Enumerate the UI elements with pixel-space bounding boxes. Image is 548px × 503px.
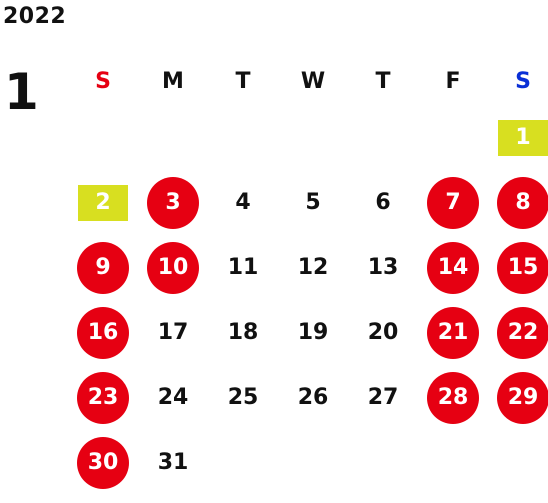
day-cell[interactable]: 10	[138, 235, 208, 300]
month-label: 1	[4, 63, 39, 121]
day-cell	[418, 105, 488, 170]
year-label: 2022	[3, 4, 67, 29]
calendar-week-row: 23 24 25 26 27 28 29	[68, 365, 548, 430]
day-cell[interactable]: 5	[278, 170, 348, 235]
holiday-date[interactable]: 21	[427, 306, 479, 359]
date-number[interactable]: 11	[227, 255, 259, 280]
day-cell	[418, 430, 488, 495]
date-number[interactable]: 19	[297, 320, 329, 345]
weekday-tuesday: T	[235, 68, 251, 94]
weekday-thursday: T	[375, 68, 391, 94]
day-cell[interactable]: 21	[418, 300, 488, 365]
day-cell	[68, 105, 138, 170]
day-cell[interactable]: 8	[488, 170, 548, 235]
date-number[interactable]: 31	[157, 450, 189, 475]
day-cell[interactable]: 19	[278, 300, 348, 365]
date-number[interactable]: 18	[227, 320, 259, 345]
day-cell[interactable]: 30	[68, 430, 138, 495]
day-cell[interactable]: 23	[68, 365, 138, 430]
holiday-date[interactable]: 29	[497, 371, 548, 424]
weekday-saturday: S	[515, 68, 531, 94]
holiday-date[interactable]: 23	[77, 371, 129, 424]
day-cell[interactable]: 20	[348, 300, 418, 365]
day-cell[interactable]: 3	[138, 170, 208, 235]
holiday-date[interactable]: 7	[427, 176, 479, 229]
holiday-date[interactable]: 22	[497, 306, 548, 359]
day-cell	[208, 430, 278, 495]
day-cell[interactable]: 29	[488, 365, 548, 430]
weekday-monday: M	[162, 68, 184, 94]
date-number[interactable]: 24	[157, 385, 189, 410]
date-number[interactable]: 12	[297, 255, 329, 280]
day-cell[interactable]: 4	[208, 170, 278, 235]
holiday-date[interactable]: 14	[427, 241, 479, 294]
day-cell[interactable]: 6	[348, 170, 418, 235]
day-cell[interactable]: 18	[208, 300, 278, 365]
day-cell[interactable]: 28	[418, 365, 488, 430]
holiday-date[interactable]: 28	[427, 371, 479, 424]
date-number[interactable]: 5	[305, 190, 321, 215]
day-cell	[348, 430, 418, 495]
holiday-date[interactable]: 16	[77, 306, 129, 359]
day-cell[interactable]: 24	[138, 365, 208, 430]
date-number[interactable]: 26	[297, 385, 329, 410]
day-cell[interactable]: 27	[348, 365, 418, 430]
holiday-date[interactable]: 10	[147, 241, 199, 294]
date-number[interactable]: 25	[227, 385, 259, 410]
weekday-friday: F	[445, 68, 461, 94]
day-cell	[348, 105, 418, 170]
holiday-date[interactable]: 15	[497, 241, 548, 294]
holiday-date[interactable]: 3	[147, 176, 199, 229]
day-cell	[138, 105, 208, 170]
weekday-wednesday: W	[300, 68, 326, 94]
day-cell[interactable]: 26	[278, 365, 348, 430]
day-cell[interactable]: 13	[348, 235, 418, 300]
holiday-date[interactable]: 9	[77, 241, 129, 294]
day-cell[interactable]: 12	[278, 235, 348, 300]
calendar-week-row: 16 17 18 19 20 21 22	[68, 300, 548, 365]
day-cell[interactable]: 2	[68, 170, 138, 235]
day-cell	[488, 430, 548, 495]
holiday-date[interactable]: 8	[497, 176, 548, 229]
day-cell[interactable]: 16	[68, 300, 138, 365]
calendar-week-row: 9 10 11 12 13 14 15	[68, 235, 548, 300]
date-number[interactable]: 27	[367, 385, 399, 410]
date-number[interactable]: 6	[375, 190, 391, 215]
day-cell[interactable]: 9	[68, 235, 138, 300]
calendar-week-row: 1	[68, 105, 548, 170]
day-cell	[278, 430, 348, 495]
day-cell[interactable]: 1	[488, 105, 548, 170]
day-cell[interactable]: 11	[208, 235, 278, 300]
day-cell[interactable]: 25	[208, 365, 278, 430]
date-number[interactable]: 4	[235, 190, 251, 215]
weekday-header: S M T W T F S	[68, 57, 548, 105]
special-date[interactable]: 2	[78, 184, 128, 221]
day-cell	[278, 105, 348, 170]
day-cell[interactable]: 17	[138, 300, 208, 365]
date-number[interactable]: 13	[367, 255, 399, 280]
special-date[interactable]: 1	[498, 119, 548, 156]
weekday-sunday: S	[95, 68, 111, 94]
day-cell[interactable]: 14	[418, 235, 488, 300]
date-number[interactable]: 20	[367, 320, 399, 345]
date-number[interactable]: 17	[157, 320, 189, 345]
day-cell[interactable]: 15	[488, 235, 548, 300]
day-cell	[208, 105, 278, 170]
holiday-date[interactable]: 30	[77, 436, 129, 489]
day-cell[interactable]: 7	[418, 170, 488, 235]
day-cell[interactable]: 22	[488, 300, 548, 365]
calendar-week-row: 30 31	[68, 430, 548, 495]
day-cell[interactable]: 31	[138, 430, 208, 495]
